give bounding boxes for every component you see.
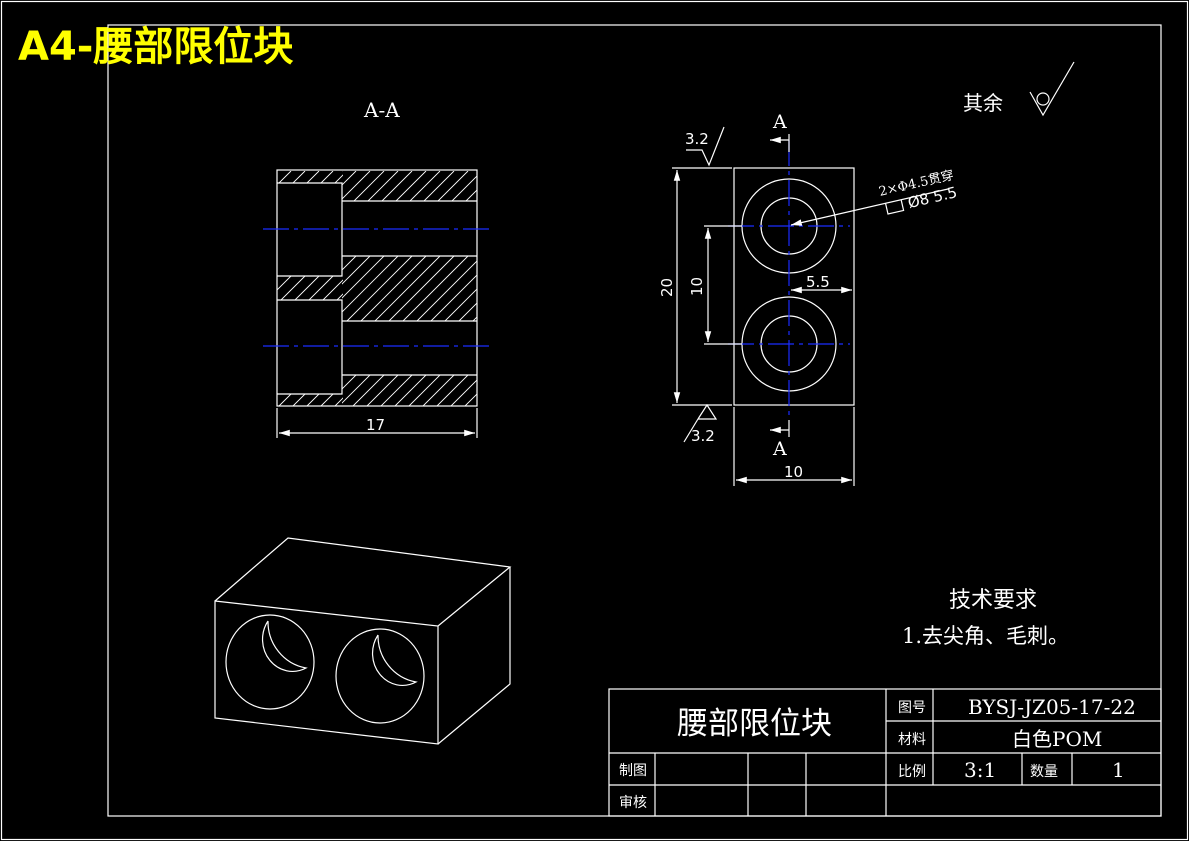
- roughness-bottom-value: 3.2: [691, 427, 715, 445]
- technical-requirements: 技术要求 1.去尖角、毛刺。: [902, 588, 1069, 648]
- drawing-no-value: BYSJ-JZ05-17-22: [968, 695, 1136, 719]
- iso-hole-left-inner: [261, 620, 308, 672]
- title-block-part-name: 腰部限位块: [677, 706, 832, 742]
- quantity-value: 1: [1112, 758, 1125, 782]
- section-view: A-A 17: [263, 98, 489, 438]
- roughness-other-block: 其余: [963, 61, 1075, 117]
- iso-top-face: [214, 537, 512, 627]
- section-mark-top: A: [772, 111, 787, 133]
- scale-value: 3:1: [964, 758, 996, 782]
- title-block: 腰部限位块 图号 BYSJ-JZ05-17-22 材料 白色POM 比例 3:1…: [608, 688, 1162, 817]
- iso-hole-right-outer: [335, 628, 425, 724]
- section-mark-bottom: A: [772, 438, 787, 460]
- hole-callout-leader: [790, 188, 949, 226]
- roughness-top-value: 3.2: [685, 130, 709, 148]
- iso-hole-right-inner: [371, 634, 418, 686]
- front-view: A A 20 10 5.5 10 3.2 3.2: [658, 111, 959, 486]
- iso-side-face: [437, 567, 511, 745]
- roughness-symbol-top: 3.2: [685, 126, 725, 167]
- iso-hole-left-outer: [225, 614, 315, 710]
- roughness-symbol-bottom: 3.2: [683, 403, 718, 445]
- section-outline: [276, 169, 478, 407]
- section-view-label: A-A: [363, 98, 400, 122]
- iso-front-face: [214, 600, 439, 745]
- material-value: 白色POM: [1012, 727, 1102, 751]
- scale-label: 比例: [898, 764, 926, 780]
- roughness-other-label: 其余: [963, 91, 1003, 115]
- isometric-view: [214, 537, 512, 745]
- roughness-circle-icon: [1036, 92, 1050, 106]
- front-height-dim: 20: [658, 278, 676, 297]
- drawn-by-label: 制图: [619, 763, 647, 779]
- section-hatching: [277, 171, 477, 406]
- requirements-heading: 技术要求: [949, 588, 1037, 613]
- roughness-check-icon: [1029, 61, 1075, 117]
- section-width-dim: 17: [366, 416, 385, 434]
- sheet-title: A4-腰部限位块: [18, 24, 293, 70]
- front-width-dim: 10: [784, 463, 803, 481]
- checked-by-label: 审核: [619, 795, 647, 811]
- lower-bore-outline: [277, 299, 477, 395]
- requirement-item: 1.去尖角、毛刺。: [902, 624, 1069, 648]
- hole-spacing-dim: 10: [688, 277, 706, 296]
- upper-bore-outline: [277, 182, 477, 277]
- drawing-no-label: 图号: [898, 700, 926, 716]
- front-outline: [733, 167, 855, 406]
- quantity-label: 数量: [1030, 764, 1058, 780]
- material-label: 材料: [898, 732, 926, 748]
- edge-offset-dim: 5.5: [806, 273, 830, 291]
